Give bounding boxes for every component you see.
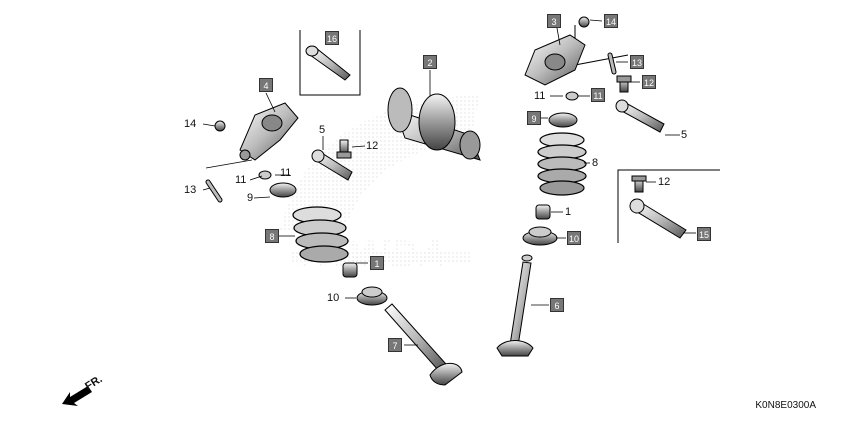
callout-10-left: 10 (327, 292, 340, 304)
box-callout-1-left: 1 (370, 256, 384, 270)
callout-12-left: 12 (366, 140, 379, 152)
callout-13-left: 13 (184, 184, 197, 196)
screw-13-right (607, 52, 617, 75)
spring-8-left (292, 206, 349, 263)
valve-7 (384, 303, 463, 386)
callout-9-left: 9 (247, 192, 254, 204)
shaft-5-left (311, 149, 353, 181)
callout-14-left: 14 (184, 118, 197, 130)
callout-11-left-a: 11 (235, 174, 247, 186)
box-callout-6: 6 (550, 298, 564, 312)
callout-12-right: 12 (658, 176, 671, 188)
box-callout-14-right: 14 (604, 14, 618, 28)
retainer-9-left (269, 182, 297, 198)
box-callout-16: 16 (325, 31, 339, 45)
rocker-arm-4 (239, 102, 299, 161)
box-callout-3: 3 (547, 14, 561, 28)
clip-11-right (565, 91, 579, 101)
pin-15 (629, 198, 687, 239)
box-callout-10-right: 10 (567, 231, 581, 245)
front-arrow-icon (62, 386, 92, 406)
callout-1-right: 1 (565, 206, 572, 218)
seal-1-left (342, 262, 358, 278)
box-callout-13-right: 13 (630, 55, 644, 69)
bolt-12-right-top (616, 75, 632, 93)
box-callout-8-left: 8 (265, 229, 279, 243)
camshaft-2 (387, 87, 481, 161)
box-callout-15: 15 (697, 227, 711, 241)
callout-8-right: 8 (592, 157, 599, 169)
box-callout-7: 7 (388, 338, 402, 352)
callout-11-right-a: 11 (534, 90, 546, 102)
callout-11-left-b: 11 (280, 167, 292, 179)
box-callout-2: 2 (423, 55, 437, 69)
screw-13-left (205, 179, 223, 203)
diagram-code: K0N8E0300A (755, 400, 816, 411)
retainer-9-right (548, 112, 578, 128)
valve-6 (496, 254, 534, 357)
pin-16 (305, 45, 351, 81)
seat-10-right (522, 226, 558, 246)
bolt-12-left (336, 139, 352, 159)
box-callout-9-right: 9 (527, 111, 541, 125)
seat-10-left (356, 286, 388, 306)
nut-14-right (578, 16, 590, 28)
box-callout-11-right: 11 (591, 88, 605, 102)
callout-5-right: 5 (681, 129, 688, 141)
box-callout-4: 4 (259, 78, 273, 92)
callout-5-left: 5 (319, 124, 326, 136)
box-callout-12-right: 12 (642, 75, 656, 89)
clip-11-left (258, 170, 272, 180)
bolt-12-right (631, 175, 647, 193)
frame-16 (299, 30, 361, 96)
shaft-5-right (615, 99, 665, 133)
frame-15 (617, 169, 720, 243)
spring-8-right (537, 132, 587, 196)
seal-1-right (535, 204, 551, 220)
leader-lines (202, 19, 696, 346)
rocker-arm-3 (524, 34, 586, 86)
nut-14-left (214, 120, 226, 132)
